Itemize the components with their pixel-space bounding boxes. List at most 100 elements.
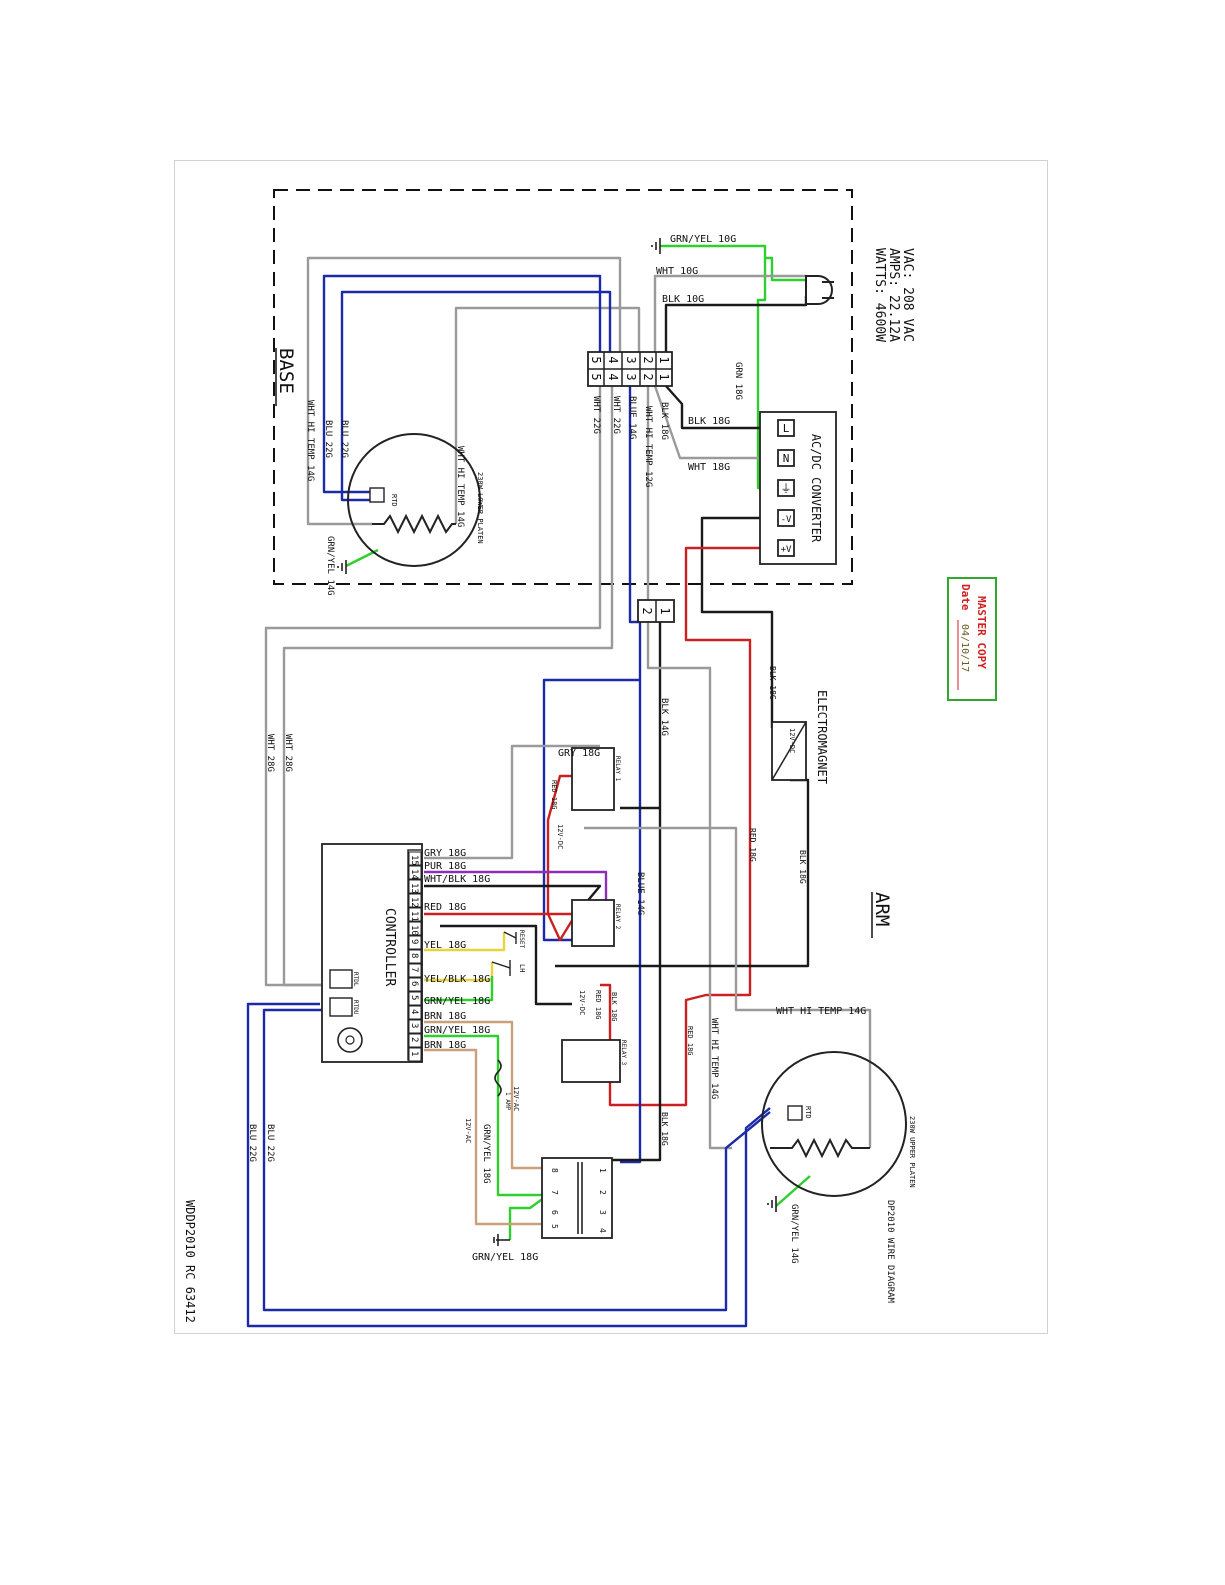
wire-label-wht-hi-temp-14g-lower: WHT HI TEMP 14G bbox=[455, 446, 465, 527]
connector-rtdl-label: RTDL bbox=[352, 972, 359, 987]
wire-label-blk-18g-arm: BLK 18G bbox=[798, 850, 807, 884]
lower-rtd-label: RTD bbox=[390, 494, 398, 507]
wire-label-blue-14g-tb: BLUE 14G bbox=[627, 396, 637, 439]
reset-switch-label: RESET bbox=[518, 930, 525, 948]
lower-rtd bbox=[369, 487, 385, 503]
wire-label-grn-yel-18g-bottom: GRN/YEL 18G bbox=[472, 1252, 538, 1263]
converter-terminal-n: N bbox=[783, 452, 790, 465]
relay-3-label: RELAY 3 bbox=[620, 1040, 627, 1066]
controller-pin-number: 3 bbox=[409, 1023, 419, 1028]
ground-icon-lower bbox=[337, 560, 347, 574]
stamp-date-value: 04/10/17 bbox=[959, 624, 970, 672]
ground-icon-bottom bbox=[493, 1234, 510, 1246]
controller-pin-number: 4 bbox=[409, 1009, 419, 1014]
controller-label: CONTROLLER bbox=[382, 908, 397, 986]
ctrl-wire-brn-1: BRN 18G bbox=[424, 1011, 466, 1022]
terminal-block-small: 2 1 bbox=[637, 599, 675, 623]
inductor-coil bbox=[494, 1059, 502, 1097]
lh-switch bbox=[491, 960, 511, 976]
section-arm: ARM bbox=[871, 892, 893, 926]
ac-dc-converter bbox=[759, 411, 837, 565]
tb-bot-1: 1 bbox=[657, 373, 671, 380]
ctrl-wire-whtblk: WHT/BLK 18G bbox=[424, 874, 490, 885]
tb-top-4: 4 bbox=[606, 356, 620, 363]
converter-terminal-l: L bbox=[783, 422, 790, 435]
wire-grn-upper bbox=[775, 1175, 811, 1207]
converter-terminal-gnd: ⏚ bbox=[781, 482, 792, 495]
transformer-pin-number: 5 bbox=[550, 1224, 559, 1229]
wire-gray-22g-a bbox=[264, 386, 602, 987]
transformer-pin-number: 7 bbox=[550, 1190, 559, 1195]
controller-pin-number: 12 bbox=[409, 897, 419, 908]
wire-label-wht-22g-a: WHT 22G bbox=[611, 396, 621, 434]
controller-pin-number: 9 bbox=[409, 939, 419, 944]
transformer-pin-number: 2 bbox=[598, 1190, 607, 1195]
controller-pin-number: 5 bbox=[409, 995, 419, 1000]
wire-gray-base-heater bbox=[454, 306, 641, 524]
wire-label-grn-yel-10g: GRN/YEL 10G bbox=[670, 234, 736, 245]
wire-label-blue-14g-arm: BLUE 14G bbox=[635, 872, 645, 915]
diagram-frame bbox=[174, 160, 1048, 1334]
wire-gray-base-outer bbox=[306, 256, 622, 526]
wire-black-ctrl bbox=[440, 924, 572, 1006]
wire-blue-upper-a bbox=[262, 1008, 771, 1312]
controller-pin-number: 1 bbox=[409, 1051, 419, 1056]
transformer-pin-number: 4 bbox=[598, 1228, 607, 1233]
controller bbox=[321, 843, 423, 1063]
controller-pin-box bbox=[408, 879, 422, 894]
converter-title: AC/DC CONVERTER bbox=[809, 434, 823, 543]
reset-switch bbox=[503, 931, 517, 944]
ctrl-wire-grnyel-2: GRN/YEL 18G bbox=[424, 1025, 490, 1036]
wire-blue-base-inner bbox=[340, 290, 612, 502]
controller-pin-box bbox=[408, 977, 422, 992]
transformer-pin-number: 8 bbox=[550, 1168, 559, 1173]
wire-label-blu-22g-b: BLU 22G bbox=[323, 420, 333, 458]
wire-green-ground-2 bbox=[765, 256, 806, 282]
tb-top-1: 1 bbox=[657, 356, 671, 363]
converter-terminal-pos: +V bbox=[781, 545, 792, 555]
wire-gray-relay bbox=[584, 826, 872, 1148]
controller-pin-number: 15 bbox=[409, 855, 419, 866]
connector-rtdl bbox=[329, 969, 353, 989]
controller-pin-box bbox=[408, 851, 422, 866]
tb-bot-5: 5 bbox=[589, 373, 603, 380]
ctrl-wire-yelblk: YEL/BLK 18G bbox=[424, 974, 490, 985]
wire-red-conv-pos bbox=[608, 546, 780, 1107]
wire-blue-upper-b bbox=[246, 1002, 771, 1328]
controller-pin-number: 2 bbox=[409, 1037, 419, 1042]
spec-watts: WATTS: 4600W bbox=[872, 248, 887, 342]
relay-2-label: RELAY 2 bbox=[614, 904, 621, 930]
upper-platen bbox=[761, 1051, 907, 1197]
ctrl-wire-gry: GRY 18G bbox=[424, 848, 466, 859]
master-copy-stamp bbox=[947, 577, 997, 701]
wire-gray-18g bbox=[424, 744, 600, 860]
ground-icon-upper bbox=[767, 1196, 777, 1212]
wire-gray-cord bbox=[653, 274, 806, 352]
controller-pin-box bbox=[408, 963, 422, 978]
terminal-block-main: 5 4 3 2 1 5 4 3 2 1 bbox=[587, 351, 673, 387]
wire-grnyel-1 bbox=[424, 976, 494, 1002]
wire-label-blk-10g: BLK 10G bbox=[662, 294, 704, 305]
transformer-pin-number: 1 bbox=[598, 1168, 607, 1173]
wire-brn-1 bbox=[424, 1020, 548, 1170]
ctrl-wire-yel: YEL 18G bbox=[424, 940, 466, 951]
wire-label-blk-18g-xf: BLK 18G bbox=[660, 1112, 669, 1146]
spec-vac: VAC: 208 VAC bbox=[900, 248, 915, 342]
wire-red-relay3 bbox=[600, 983, 612, 1040]
wire-blue-base-outer bbox=[322, 274, 602, 494]
section-base: BASE bbox=[275, 348, 297, 394]
controller-pin-number: 13 bbox=[409, 883, 419, 894]
lower-platen bbox=[347, 433, 481, 567]
connector-rtdu-label: RTDU bbox=[352, 1000, 359, 1015]
wire-black-14g bbox=[605, 622, 662, 1162]
wire-label-blk-18g-r3: BLK 18G bbox=[610, 992, 618, 1022]
converter-terminal-neg: -V bbox=[781, 515, 792, 525]
ctrl-wire-red: RED 18G bbox=[424, 902, 466, 913]
ctrl-wire-brn-2: BRN 18G bbox=[424, 1040, 466, 1051]
tb-bot-2: 2 bbox=[641, 373, 655, 380]
controller-pin-box bbox=[408, 991, 422, 1006]
wire-label-blk-18g-conv: BLK 18G bbox=[688, 416, 730, 427]
tb-small-2: 2 bbox=[640, 607, 654, 614]
